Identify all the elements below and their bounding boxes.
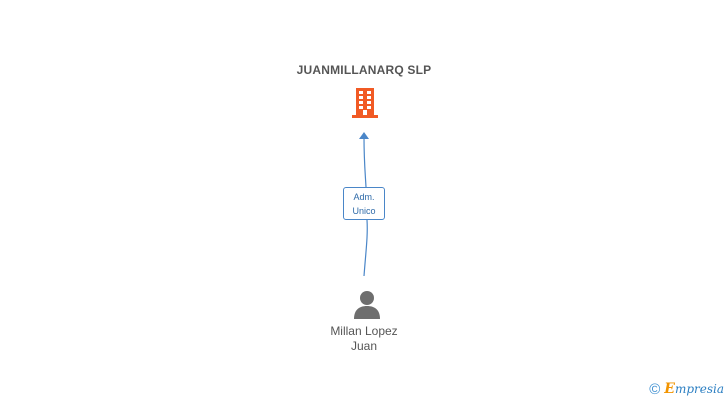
copyright-icon: © xyxy=(649,380,661,398)
person-icon[interactable] xyxy=(351,289,383,319)
brand-rest: mpresia xyxy=(674,382,724,396)
arrow-head-icon xyxy=(359,132,369,139)
role-line-1: Adm. xyxy=(353,192,375,202)
relation-line xyxy=(363,136,368,277)
role-line-2: Unico xyxy=(352,206,376,216)
person-name[interactable]: Millan Lopez Juan xyxy=(264,324,464,354)
person-name-line-2: Juan xyxy=(350,339,378,353)
brand-logo: Empresia xyxy=(664,381,724,397)
company-name[interactable]: JUANMILLANARQ SLP xyxy=(296,63,432,77)
person-name-line-1: Millan Lopez xyxy=(330,324,398,338)
footer-brand[interactable]: © Empresia xyxy=(649,379,724,399)
building-icon[interactable] xyxy=(349,85,381,119)
role-label-box[interactable]: Adm. Unico xyxy=(343,187,385,220)
brand-initial: E xyxy=(664,381,675,397)
